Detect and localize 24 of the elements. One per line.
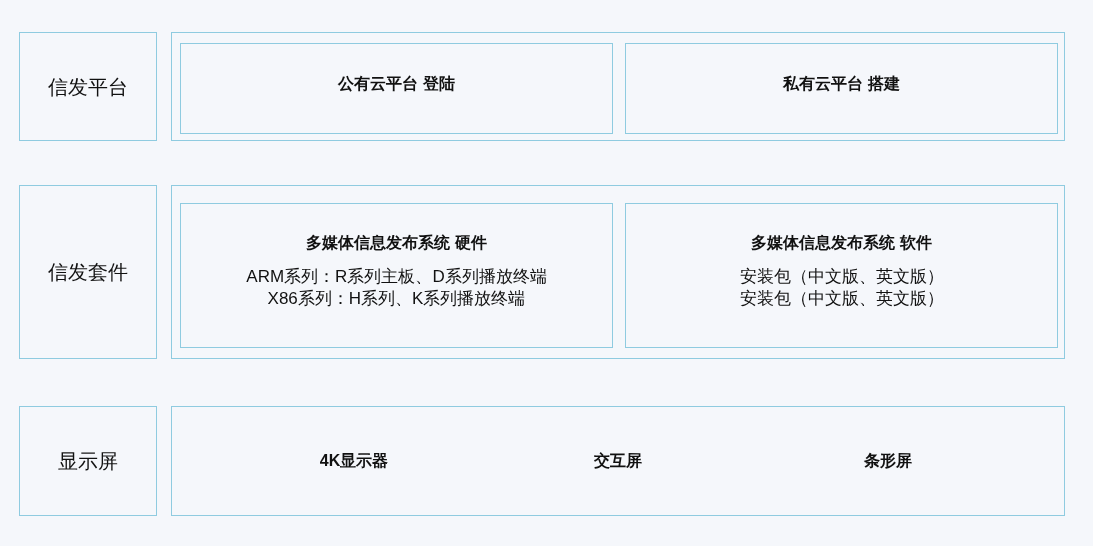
module-panel xyxy=(180,43,613,134)
layer-heading-panel xyxy=(19,185,157,359)
module-panel xyxy=(625,43,1058,134)
display-type-label: 4K显示器 xyxy=(319,451,389,471)
display-type-label: 条形屏 xyxy=(864,451,912,471)
layer-heading: 信发平台 xyxy=(48,74,128,100)
module-description: 安装包（中文版、英文版） xyxy=(739,266,944,288)
layer-panel xyxy=(171,185,1065,359)
layer-panel xyxy=(171,406,1065,516)
module-title: 多媒体信息发布系统 软件 xyxy=(751,233,932,253)
layer-panel xyxy=(171,32,1065,141)
module-title: 多媒体信息发布系统 硬件 xyxy=(306,233,487,253)
module-description: ARM系列：R系列主板、D系列播放终端 xyxy=(246,266,547,288)
module-description: X86系列：H系列、K系列播放终端 xyxy=(267,288,526,310)
layer-heading-panel xyxy=(19,406,157,516)
module-panel xyxy=(180,203,613,348)
layer-heading: 信发套件 xyxy=(48,260,128,285)
module-title: 私有云平台 搭建 xyxy=(783,74,900,94)
module-description: 安装包（中文版、英文版） xyxy=(739,288,944,310)
module-panel xyxy=(625,203,1058,348)
module-title: 公有云平台 登陆 xyxy=(338,74,455,94)
layer-heading-panel xyxy=(19,32,157,141)
display-type-label: 交互屏 xyxy=(594,451,642,471)
layer-heading: 显示屏 xyxy=(58,449,118,474)
